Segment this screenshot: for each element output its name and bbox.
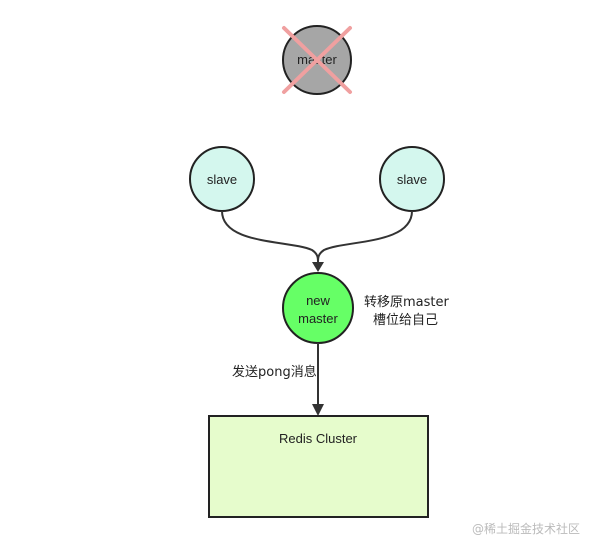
new-master-label-line2: master [298, 311, 338, 326]
redis-cluster-rect [208, 415, 429, 518]
new-master-node: new master [282, 272, 354, 344]
takeover-annotation-line2: 槽位给自己 [373, 313, 438, 328]
new-master-label-line1: new [306, 293, 330, 308]
redis-cluster-label: Redis Cluster [279, 431, 358, 446]
redis-cluster-box: Redis Cluster [208, 415, 429, 518]
connector-slave-right [317, 210, 413, 263]
old-master-node: master [282, 25, 352, 95]
watermark: @稀土掘金技术社区 [472, 521, 580, 536]
takeover-annotation-line1: 转移原master [364, 295, 449, 310]
slave-left-label: slave [207, 172, 237, 187]
slave-left-node: slave [189, 146, 255, 212]
failure-cross-icon [282, 26, 352, 94]
pong-arrowhead-icon [312, 404, 324, 416]
new-master-circle [282, 272, 354, 344]
connector-slave-left [221, 210, 319, 263]
slave-right-label: slave [397, 172, 427, 187]
send-pong-annotation: 发送pong消息 [232, 364, 317, 380]
merge-arrowhead-icon [312, 262, 324, 272]
slave-right-node: slave [379, 146, 445, 212]
